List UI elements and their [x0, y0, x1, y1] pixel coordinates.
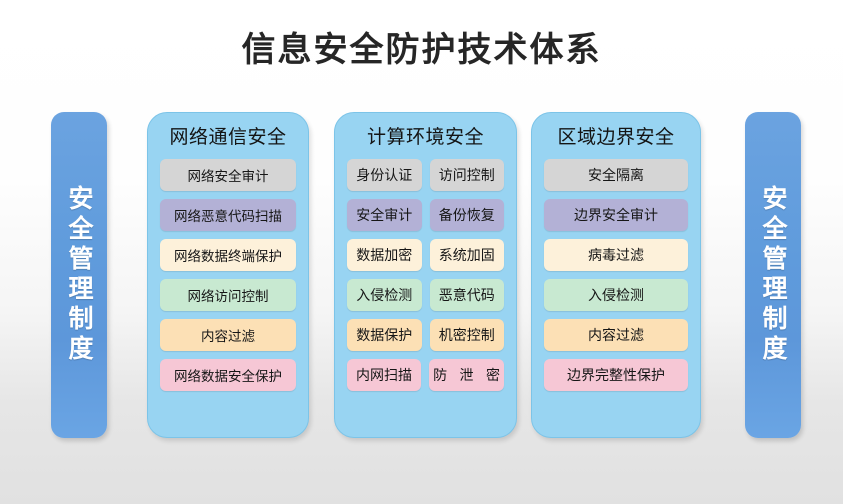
capability-pill[interactable]: 系统加固: [429, 238, 504, 271]
pill-row: 数据保护机密控制: [347, 318, 504, 351]
pill-row: 内容过滤: [160, 318, 296, 351]
capability-pill[interactable]: 安全隔离: [544, 158, 688, 191]
capability-pill[interactable]: 内网扫描: [347, 358, 422, 391]
pill-grid: 网络安全审计网络恶意代码扫描网络数据终端保护网络访问控制内容过滤网络数据安全保护: [160, 158, 296, 391]
capability-pill[interactable]: 边界完整性保护: [544, 358, 688, 391]
column-title: 计算环境安全: [366, 126, 484, 148]
capability-pill[interactable]: 入侵检测: [347, 278, 422, 311]
pill-row: 网络恶意代码扫描: [160, 198, 296, 231]
side-bar-right-label: 安全管理制度: [759, 185, 788, 365]
capability-pill[interactable]: 病毒过滤: [544, 238, 688, 271]
side-bar-left-security-management: 安全管理制度: [51, 112, 107, 438]
pill-grid: 安全隔离边界安全审计病毒过滤入侵检测内容过滤边界完整性保护: [544, 158, 688, 391]
pill-row: 入侵检测恶意代码: [347, 278, 504, 311]
capability-pill[interactable]: 入侵检测: [544, 278, 688, 311]
capability-pill[interactable]: 备份恢复: [429, 198, 504, 231]
capability-pill[interactable]: 安全审计: [347, 198, 422, 231]
capability-pill[interactable]: 恶意代码: [429, 278, 504, 311]
capability-pill[interactable]: 网络访问控制: [160, 278, 296, 311]
pill-row: 网络安全审计: [160, 158, 296, 191]
capability-pill[interactable]: 网络安全审计: [160, 158, 296, 191]
capability-pill[interactable]: 防 泄 密: [429, 358, 504, 391]
side-bar-right-security-management: 安全管理制度: [745, 112, 801, 438]
column-title: 区域边界安全: [557, 126, 675, 148]
pill-grid: 身份认证访问控制安全审计备份恢复数据加密系统加固入侵检测恶意代码数据保护机密控制…: [347, 158, 504, 391]
pill-row: 入侵检测: [544, 278, 688, 311]
column-panel-network-communication-security: 网络通信安全 网络安全审计网络恶意代码扫描网络数据终端保护网络访问控制内容过滤网…: [147, 112, 309, 438]
capability-pill[interactable]: 访问控制: [429, 158, 504, 191]
pill-row: 边界完整性保护: [544, 358, 688, 391]
pill-row: 网络数据终端保护: [160, 238, 296, 271]
pill-row: 安全隔离: [544, 158, 688, 191]
capability-pill[interactable]: 网络数据终端保护: [160, 238, 296, 271]
capability-pill[interactable]: 数据加密: [347, 238, 422, 271]
capability-pill[interactable]: 边界安全审计: [544, 198, 688, 231]
side-bar-left-label: 安全管理制度: [65, 185, 94, 365]
pill-row: 数据加密系统加固: [347, 238, 504, 271]
column-panel-area-boundary-security: 区域边界安全 安全隔离边界安全审计病毒过滤入侵检测内容过滤边界完整性保护: [531, 112, 701, 438]
capability-pill[interactable]: 网络数据安全保护: [160, 358, 296, 391]
capability-pill[interactable]: 机密控制: [429, 318, 504, 351]
pill-row: 身份认证访问控制: [347, 158, 504, 191]
pill-row: 安全审计备份恢复: [347, 198, 504, 231]
column-panel-computing-environment-security: 计算环境安全 身份认证访问控制安全审计备份恢复数据加密系统加固入侵检测恶意代码数…: [334, 112, 517, 438]
page-title: 信息安全防护技术体系: [241, 30, 602, 70]
capability-pill[interactable]: 内容过滤: [160, 318, 296, 351]
capability-pill[interactable]: 数据保护: [347, 318, 422, 351]
pill-row: 病毒过滤: [544, 238, 688, 271]
pill-row: 边界安全审计: [544, 198, 688, 231]
capability-pill[interactable]: 网络恶意代码扫描: [160, 198, 296, 231]
pill-row: 内网扫描防 泄 密: [347, 358, 504, 391]
capability-pill[interactable]: 身份认证: [347, 158, 422, 191]
pill-row: 网络访问控制: [160, 278, 296, 311]
column-title: 网络通信安全: [169, 126, 287, 148]
pill-row: 网络数据安全保护: [160, 358, 296, 391]
capability-pill[interactable]: 内容过滤: [544, 318, 688, 351]
pill-row: 内容过滤: [544, 318, 688, 351]
